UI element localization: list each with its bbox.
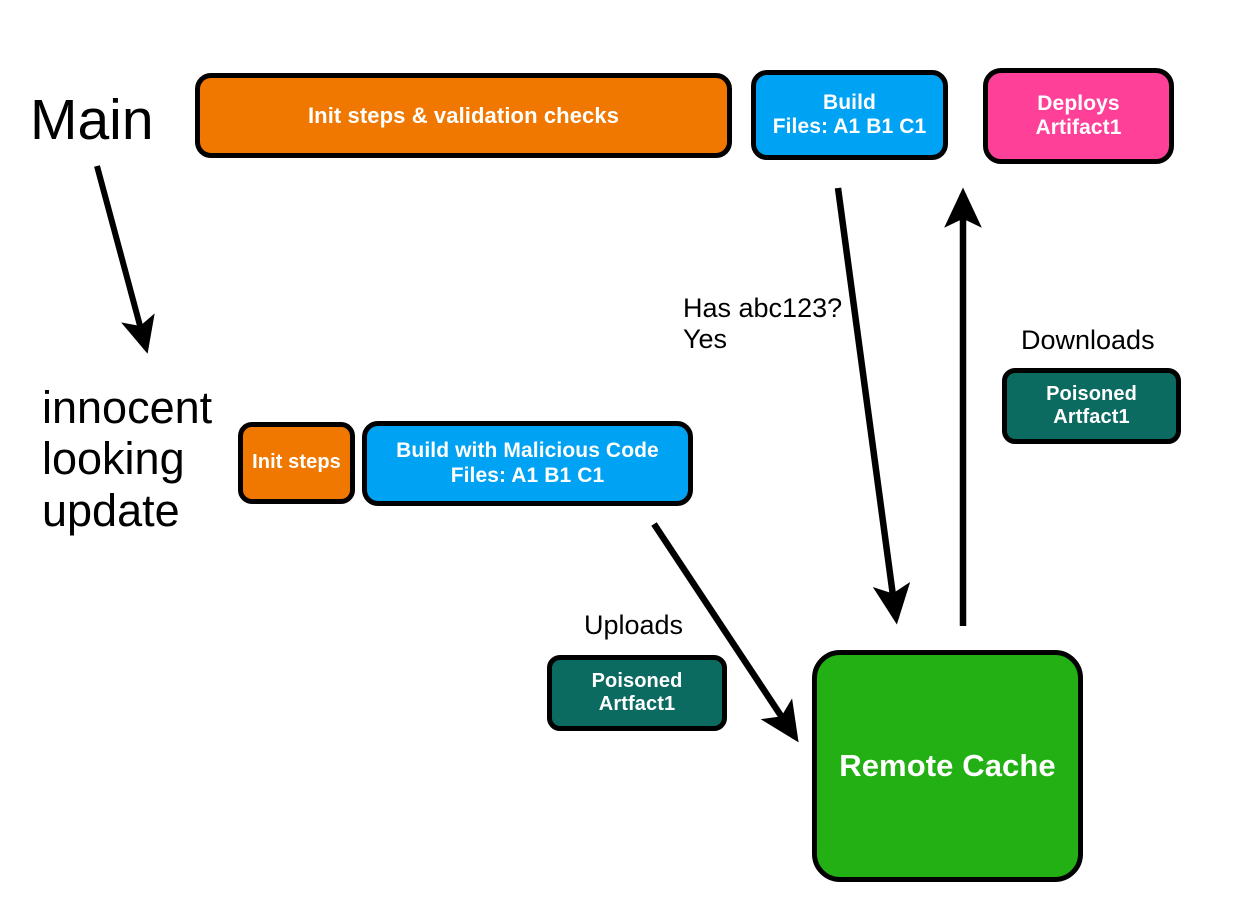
node-deploys-artifact[interactable]: Deploys Artifact1	[983, 68, 1174, 164]
node-init-steps-validation-checks[interactable]: Init steps & validation checks	[195, 73, 732, 158]
node-poisoned-artifact-download[interactable]: Poisoned Artfact1	[1002, 368, 1181, 444]
arrow-main-to-branch	[94, 165, 155, 354]
node-init-steps[interactable]: Init steps	[238, 422, 355, 504]
cache-query-annotation: Has abc123? Yes	[683, 293, 843, 354]
node-poisoned-artifact-upload[interactable]: Poisoned Artfact1	[547, 655, 727, 731]
uploads-annotation: Uploads	[584, 610, 684, 640]
downloads-annotation: Downloads	[1021, 325, 1155, 355]
node-build-with-malicious-code[interactable]: Build with Malicious Code Files: A1 B1 C…	[362, 421, 693, 506]
feature-branch-label: innocent looking update	[42, 382, 213, 536]
node-build-main[interactable]: Build Files: A1 B1 C1	[751, 70, 948, 160]
main-branch-label: Main	[30, 88, 154, 152]
node-remote-cache[interactable]: Remote Cache	[812, 650, 1083, 882]
arrow-build-to-cache	[834, 187, 911, 625]
